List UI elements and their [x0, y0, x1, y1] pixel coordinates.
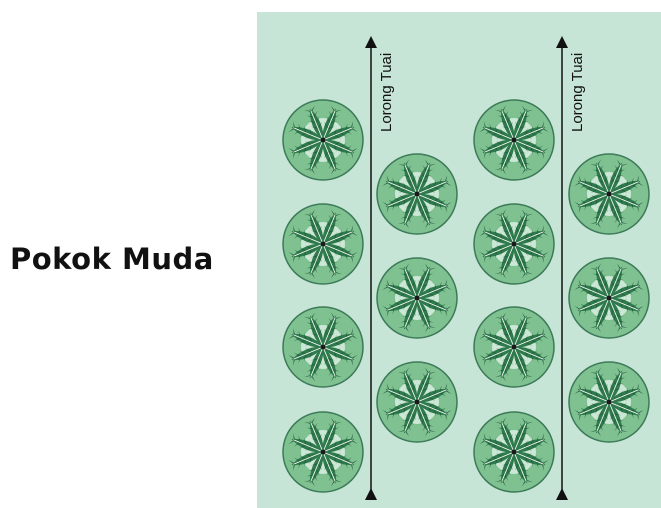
young-palm-icon	[473, 411, 555, 493]
plantation-layout: Lorong Tuai Lorong Tuai	[257, 12, 661, 508]
young-palm-icon	[473, 306, 555, 388]
diagram-title: Pokok Muda	[10, 242, 214, 276]
young-palm-icon	[376, 257, 458, 339]
harvest-path-label-1: Lorong Tuai	[378, 53, 395, 132]
young-palm-icon	[568, 257, 650, 339]
young-palm-icon	[568, 153, 650, 235]
young-palm-icon	[473, 99, 555, 181]
harvest-path-label-2: Lorong Tuai	[569, 53, 586, 132]
young-palm-icon	[282, 306, 364, 388]
young-palm-icon	[473, 203, 555, 285]
young-palm-icon	[282, 99, 364, 181]
young-palm-icon	[282, 411, 364, 493]
young-palm-icon	[376, 361, 458, 443]
young-palm-group	[282, 99, 650, 493]
young-palm-icon	[282, 203, 364, 285]
young-palm-icon	[568, 361, 650, 443]
young-palm-icon	[376, 153, 458, 235]
